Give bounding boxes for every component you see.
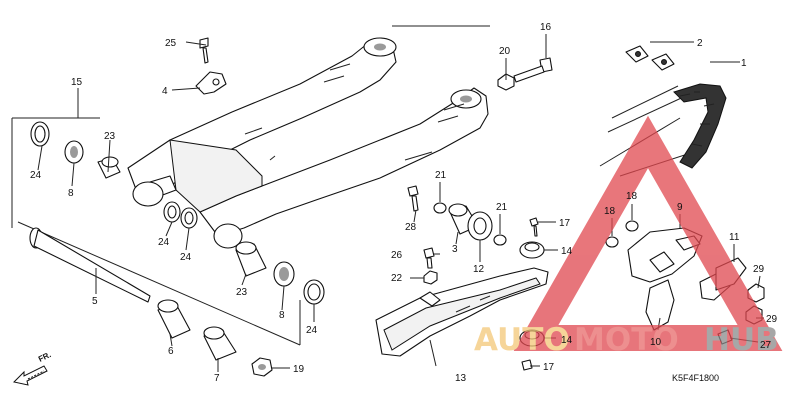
- callout-17b: 17: [543, 362, 555, 373]
- callout-22: 22: [391, 273, 403, 284]
- callout-24b: 24: [158, 237, 170, 248]
- callout-5: 5: [92, 296, 98, 307]
- leader-lines: [37, 34, 764, 372]
- nut-19: [251, 357, 273, 377]
- collar-18a: [625, 220, 639, 232]
- chain-guide-9: [627, 227, 703, 283]
- front-label: FR.: [37, 350, 53, 364]
- callout-29a: 29: [753, 264, 765, 275]
- screw-17a: [529, 217, 539, 237]
- callout-3: 3: [452, 244, 458, 255]
- callout-24d: 24: [306, 325, 318, 336]
- callout-15: 15: [71, 77, 83, 88]
- watermark-auto: AUTO: [474, 322, 570, 358]
- screw-26: [423, 247, 435, 269]
- callout-11: 11: [729, 232, 740, 243]
- pivot-bearing-8b: [273, 261, 295, 287]
- callout-21b: 21: [496, 202, 508, 213]
- chain-slider: [375, 267, 549, 357]
- watermark-triangle: [513, 115, 783, 351]
- collar-7: [203, 326, 237, 361]
- callout-19: 19: [293, 364, 305, 375]
- front-arrow: FR.: [12, 350, 53, 386]
- callout-7: 7: [214, 373, 220, 384]
- callout-13: 13: [455, 373, 467, 384]
- callout-18a: 18: [626, 191, 638, 202]
- swingarm: [127, 37, 489, 249]
- bolt-28: [407, 185, 419, 212]
- bolt-25: [199, 37, 209, 64]
- callout-numbers: 1 2 3 4 5 6 7 8 8 9 10 11 12 13 14 14 15…: [30, 22, 778, 384]
- callout-12: 12: [473, 264, 485, 275]
- washer-21b: [493, 234, 507, 246]
- pivot-seal-24a: [30, 121, 50, 147]
- callout-23b: 23: [236, 287, 248, 298]
- pivot-seal-24d: [303, 279, 325, 305]
- callout-16: 16: [540, 22, 552, 33]
- callout-6: 6: [168, 346, 174, 357]
- pivot-bearing-8a: [64, 140, 84, 164]
- watermark-moto: MOTO: [574, 322, 679, 358]
- callout-9: 9: [677, 202, 683, 213]
- callout-25: 25: [165, 38, 177, 49]
- callout-29b: 29: [766, 314, 778, 325]
- callout-28: 28: [405, 222, 417, 233]
- watermark-hub: HUB: [704, 322, 779, 358]
- collar-18b: [605, 236, 619, 248]
- callout-8b: 8: [279, 310, 285, 321]
- watermark-logo: AUTO MOTO HUB: [474, 115, 783, 358]
- bolt-16: [513, 57, 553, 83]
- callout-10: 10: [650, 337, 662, 348]
- callout-2: 2: [697, 38, 703, 49]
- callout-21a: 21: [435, 170, 447, 181]
- pivot-collar-23a: [97, 156, 121, 179]
- pivot-collar-23b: [235, 241, 267, 277]
- callout-4: 4: [162, 86, 168, 97]
- hose-guide-4: [195, 71, 227, 95]
- diagram-code: K5F4F1800: [672, 373, 719, 383]
- callout-27: 27: [760, 340, 772, 351]
- callout-20: 20: [499, 46, 511, 57]
- nut-22: [423, 270, 438, 285]
- callout-14b: 14: [561, 335, 573, 346]
- pivot-seal-24c: [180, 207, 198, 229]
- chain-joint-2: [625, 45, 675, 71]
- pivot-bolt: [29, 227, 151, 303]
- callout-26: 26: [391, 250, 403, 261]
- callout-23a: 23: [104, 131, 116, 142]
- pivot-seal-24b: [163, 201, 181, 223]
- callout-14a: 14: [561, 246, 573, 257]
- callout-24c: 24: [180, 252, 192, 263]
- collar-6: [157, 299, 191, 339]
- callout-8a: 8: [68, 188, 74, 199]
- callout-1: 1: [741, 58, 747, 69]
- roller-12: [467, 211, 493, 241]
- collar-14a: [519, 241, 545, 259]
- callout-18b: 18: [604, 206, 616, 217]
- callout-24a: 24: [30, 170, 42, 181]
- washer-21a: [433, 202, 447, 214]
- callout-17a: 17: [559, 218, 571, 229]
- screw-17b: [521, 359, 533, 371]
